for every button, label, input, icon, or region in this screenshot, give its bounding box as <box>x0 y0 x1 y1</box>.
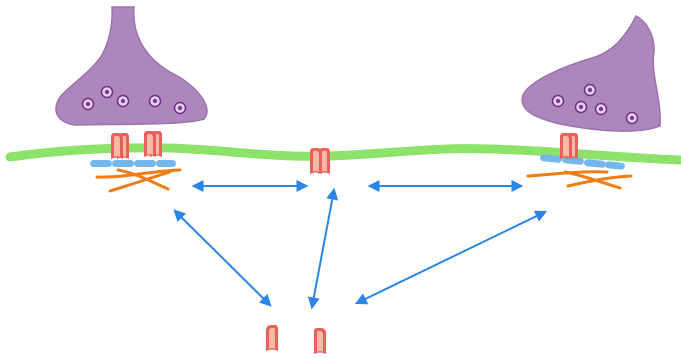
synaptic-vesicle-icon <box>585 85 596 96</box>
left-presynaptic-terminal <box>56 7 207 125</box>
synaptic-receptor-left-2 <box>144 131 162 157</box>
receptor-channel-icon <box>560 133 572 159</box>
right-presynaptic-terminal <box>522 16 660 131</box>
synaptic-vesicle-icon <box>83 99 94 110</box>
intracellular-receptor-1 <box>266 325 278 351</box>
trafficking-arrows <box>175 186 545 307</box>
synaptic-vesicle-icon <box>596 104 607 115</box>
receptor-channel-icon <box>310 148 322 174</box>
synaptic-receptor-left-1 <box>111 133 129 159</box>
synaptic-vesicle-icon <box>150 96 161 107</box>
left-postsynaptic-density <box>90 160 180 191</box>
arrow-extrasynaptic-to-intracellular <box>312 190 334 307</box>
synaptic-vesicle-icon <box>627 113 638 124</box>
receptor-channel-icon <box>111 133 123 159</box>
receptor-channel-icon <box>314 328 326 354</box>
synaptic-vesicle-icon <box>576 102 587 113</box>
receptor-channel-icon <box>266 325 278 351</box>
intracellular-receptor-2 <box>314 328 326 354</box>
arrow-left-synapse-to-intracellular <box>175 211 270 305</box>
synaptic-vesicle-icon <box>175 103 186 114</box>
extrasynaptic-receptor <box>310 148 330 174</box>
synaptic-vesicle-icon <box>553 96 564 107</box>
synaptic-vesicle-icon <box>102 87 113 98</box>
receptor-channel-icon <box>144 131 156 157</box>
presynaptic-terminal-icon <box>522 16 660 131</box>
synaptic-receptor-right <box>560 133 578 159</box>
arrow-right-synapse-to-intracellular <box>357 212 545 303</box>
synaptic-vesicle-icon <box>118 96 129 107</box>
